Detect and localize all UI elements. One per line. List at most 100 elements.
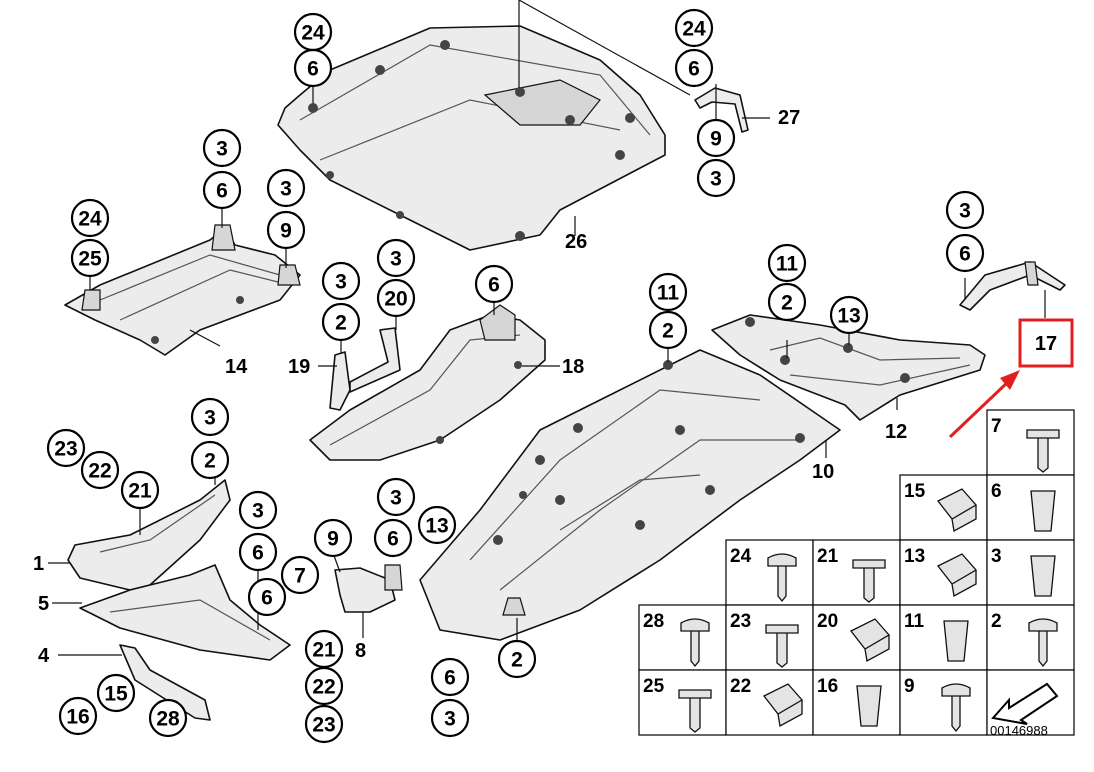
callout-c28o: 28 — [148, 698, 188, 738]
fastener-icon — [937, 488, 978, 533]
callout-c6j: 6 — [238, 532, 278, 572]
fastener-cell-frame — [986, 409, 1075, 476]
callout-c23i: 23 — [46, 428, 86, 468]
fastener-number: 3 — [991, 546, 1002, 567]
callout-number: 6 — [444, 667, 456, 690]
fastener-cell-9: 9 — [899, 669, 988, 736]
callout-c11b: 11 — [767, 243, 807, 283]
highlighted-part-17: 17 — [948, 318, 1074, 439]
callout-circle — [648, 272, 688, 312]
fastener-cell-arrow — [986, 669, 1075, 736]
callout-number: 6 — [959, 243, 971, 266]
callout-circle — [304, 704, 344, 744]
callout-circle — [190, 440, 230, 480]
callout-number: 6 — [688, 58, 700, 81]
callout-number: 6 — [387, 528, 399, 551]
callout-number: 15 — [104, 683, 128, 706]
callout-number: 3 — [335, 271, 347, 294]
part-18-panel — [309, 304, 546, 461]
callout-c11a: 11 — [648, 272, 688, 312]
callout-c3h: 3 — [945, 190, 985, 230]
callout-circle — [696, 118, 736, 158]
callout-circle — [767, 282, 807, 322]
callout-number: 3 — [252, 500, 264, 523]
callout-circle — [376, 278, 416, 318]
highlight-box — [1018, 318, 1074, 368]
callout-number: 6 — [261, 587, 273, 610]
part-17-bracket — [959, 261, 1066, 311]
fastener-icon — [1030, 490, 1056, 532]
label-19: 19 — [288, 356, 310, 378]
callout-c22m: 22 — [304, 666, 344, 706]
callout-circle — [280, 555, 320, 595]
callout-circle — [46, 428, 86, 468]
callout-circle — [945, 190, 985, 230]
label-1: 1 — [33, 553, 44, 575]
callout-circle — [321, 302, 361, 342]
fastener-cell-frame — [638, 669, 727, 736]
callout-c2n: 2 — [497, 639, 537, 679]
callout-number: 3 — [280, 178, 292, 201]
callout-number: 6 — [488, 274, 500, 297]
fastener-cell-24: 24 — [725, 539, 814, 606]
label-10: 10 — [812, 461, 834, 483]
callout-c21m: 21 — [304, 629, 344, 669]
callout-number: 22 — [312, 676, 335, 699]
labels: 26 27 14 18 19 12 10 1 5 4 8 — [33, 107, 907, 667]
callout-circle — [373, 518, 413, 558]
part-1-panel — [67, 479, 231, 591]
label-4: 4 — [38, 645, 50, 667]
callout-c3e: 3 — [321, 261, 361, 301]
callout-number: 3 — [216, 138, 228, 161]
callout-c2a: 2 — [648, 310, 688, 350]
callout-number: 6 — [252, 542, 264, 565]
fastener-icon — [765, 624, 799, 668]
label-26: 26 — [565, 231, 587, 253]
fastener-icon — [1026, 429, 1060, 473]
callout-circle — [293, 48, 333, 88]
part-5-panel — [79, 564, 291, 661]
callout-c9b: 9 — [696, 118, 736, 158]
callout-c15o: 15 — [96, 673, 136, 713]
callout-c25c: 25 — [70, 238, 110, 278]
callout-c3c: 3 — [202, 128, 242, 168]
callout-c3n: 3 — [430, 698, 470, 738]
callout-circle — [70, 198, 110, 238]
label-8: 8 — [355, 640, 366, 662]
callout-circle — [96, 673, 136, 713]
callout-c2e: 2 — [321, 302, 361, 342]
callout-number: 3 — [390, 248, 402, 271]
callout-circle — [202, 128, 242, 168]
part-26-shield — [277, 25, 666, 251]
callout-c6a: 6 — [293, 48, 333, 88]
fastener-cell-frame — [812, 539, 901, 606]
callout-circle — [58, 696, 98, 736]
fastener-cell-15: 15 — [899, 474, 988, 541]
fastener-icon — [852, 559, 886, 603]
callout-circle — [313, 518, 353, 558]
callout-number: 20 — [384, 288, 407, 311]
callout-number: 3 — [959, 200, 971, 223]
callout-c3f: 3 — [376, 238, 416, 278]
callout-number: 24 — [78, 208, 102, 231]
fastener-cell-22: 22 — [725, 669, 814, 736]
callout-circle — [321, 261, 361, 301]
callout-number: 21 — [128, 480, 152, 503]
callout-number: 9 — [710, 128, 722, 151]
fastener-number: 24 — [730, 546, 752, 567]
callout-c6c: 6 — [202, 170, 242, 210]
callout-circle — [696, 158, 736, 198]
callout-number: 7 — [294, 565, 306, 588]
callout-circle — [417, 505, 457, 545]
callout-c3l: 3 — [376, 477, 416, 517]
fastener-icon — [678, 689, 712, 733]
callout-number: 28 — [156, 708, 180, 731]
fastener-number: 23 — [730, 611, 751, 632]
callout-circle — [238, 532, 278, 572]
callout-number: 13 — [837, 305, 860, 328]
fastener-number: 21 — [817, 546, 839, 567]
callout-circle — [70, 238, 110, 278]
label-27: 27 — [778, 107, 800, 129]
callout-circle — [238, 490, 278, 530]
fastener-cell-25: 25 — [638, 669, 727, 736]
